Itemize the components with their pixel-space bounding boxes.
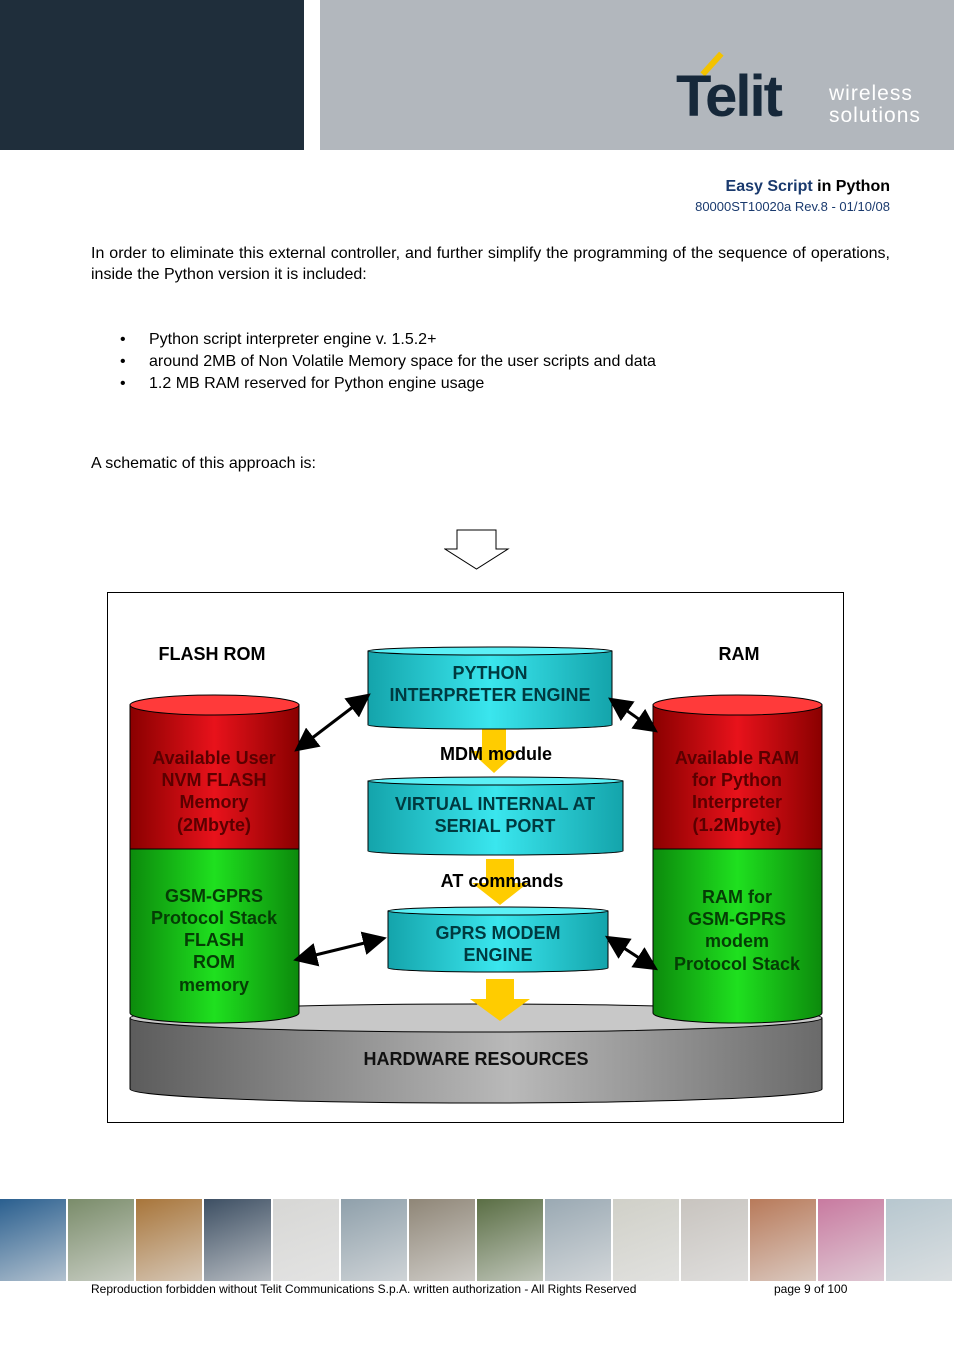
header-dark-panel	[0, 0, 304, 150]
footer-photo-tile	[476, 1199, 544, 1281]
footer-photo-strip	[0, 1199, 954, 1281]
right-green-label: RAM for	[702, 887, 772, 907]
python-label-2: INTERPRETER ENGINE	[389, 685, 590, 705]
virtual-at-label-1: VIRTUAL INTERNAL AT	[395, 794, 595, 814]
title-rest: in Python	[812, 178, 890, 195]
mdm-module-label: MDM module	[440, 744, 552, 764]
left-green-label: GSM-GPRS	[165, 886, 263, 906]
link-flash-gprs	[293, 931, 387, 967]
right-red-label: Interpreter	[692, 792, 782, 812]
right-green-label: Protocol Stack	[674, 954, 801, 974]
gprs-label-1: GPRS MODEM	[435, 923, 560, 943]
diagram-canvas: FLASH ROM RAM PYTHON INTERPRETER ENGINE …	[129, 644, 823, 1104]
virtual-at-port-cylinder	[367, 776, 624, 856]
footer-photo-tile	[545, 1199, 612, 1281]
footer-photo-tile	[136, 1199, 203, 1281]
intro-paragraph: In order to eliminate this external cont…	[91, 245, 890, 283]
document-title: Easy Script in Python	[726, 178, 890, 196]
left-green-label: ROM	[193, 952, 235, 972]
right-memory-cylinder	[652, 694, 823, 1024]
title-brand: Easy Script	[725, 178, 813, 195]
footer-photo-tile	[272, 1199, 339, 1281]
link-gprs-ram	[604, 935, 659, 971]
logo-tagline: wireless solutions	[829, 83, 921, 127]
right-green-label: modem	[705, 931, 769, 951]
footer-photo-tile	[408, 1199, 475, 1281]
left-memory-cylinder	[129, 694, 300, 1024]
footer-copyright: Reproduction forbidden without Telit Com…	[91, 1282, 637, 1296]
footer-photo-tile	[0, 1199, 67, 1281]
left-green-label: FLASH	[184, 930, 244, 950]
left-red-label: Memory	[179, 792, 248, 812]
hardware-label: HARDWARE RESOURCES	[363, 1049, 588, 1069]
left-green-label: memory	[179, 975, 249, 995]
gprs-modem-cylinder	[387, 906, 609, 973]
page-number: page 9 of 100	[774, 1282, 848, 1296]
schematic-diagram: FLASH ROM RAM PYTHON INTERPRETER ENGINE …	[107, 592, 844, 1123]
footer-photo-tile	[885, 1199, 952, 1281]
ram-label: RAM	[719, 644, 760, 664]
python-engine-cylinder	[367, 646, 613, 730]
link-python-ram	[608, 697, 658, 733]
right-red-label: for Python	[692, 770, 782, 790]
footer-photo-tile	[204, 1199, 271, 1281]
feature-list: Python script interpreter engine v. 1.5.…	[120, 329, 656, 395]
link-flash-python	[294, 693, 371, 752]
document-revision: 80000ST10020a Rev.8 - 01/10/08	[695, 199, 890, 214]
gprs-label-2: ENGINE	[463, 945, 532, 965]
left-green-label: Protocol Stack	[151, 908, 278, 928]
left-red-label: Available User	[152, 748, 275, 768]
virtual-at-label-2: SERIAL PORT	[435, 816, 556, 836]
left-red-label: NVM FLASH	[162, 770, 267, 790]
footer-photo-tile	[817, 1199, 884, 1281]
down-arrow-icon	[444, 529, 510, 570]
footer-photo-tile	[681, 1199, 748, 1281]
logo-word: Telit	[676, 64, 783, 129]
yellow-arrow-1	[470, 729, 518, 773]
yellow-arrow-2	[472, 859, 528, 905]
schematic-intro: A schematic of this approach is:	[91, 455, 316, 472]
logo-tagline-1: wireless	[829, 82, 913, 105]
logo-tagline-2: solutions	[829, 104, 921, 127]
yellow-arrow-3	[470, 979, 530, 1021]
telit-logo: Telit wireless solutions	[676, 50, 936, 134]
python-label-1: PYTHON	[452, 663, 527, 683]
footer-photo-tile	[68, 1199, 135, 1281]
right-red-label: (1.2Mbyte)	[692, 815, 781, 835]
list-item: Python script interpreter engine v. 1.5.…	[120, 329, 656, 351]
flash-rom-label: FLASH ROM	[159, 644, 266, 664]
hardware-cylinder	[129, 1003, 823, 1104]
header-gray-panel	[320, 0, 954, 150]
footer-photo-tile	[613, 1199, 680, 1281]
footer-photo-tile	[340, 1199, 407, 1281]
footer-photo-tile	[749, 1199, 816, 1281]
left-red-label: (2Mbyte)	[177, 815, 251, 835]
right-green-label: GSM-GPRS	[688, 909, 786, 929]
right-red-label: Available RAM	[675, 748, 799, 768]
list-item: 1.2 MB RAM reserved for Python engine us…	[120, 373, 656, 395]
list-item: around 2MB of Non Volatile Memory space …	[120, 351, 656, 373]
at-commands-label: AT commands	[441, 871, 564, 891]
